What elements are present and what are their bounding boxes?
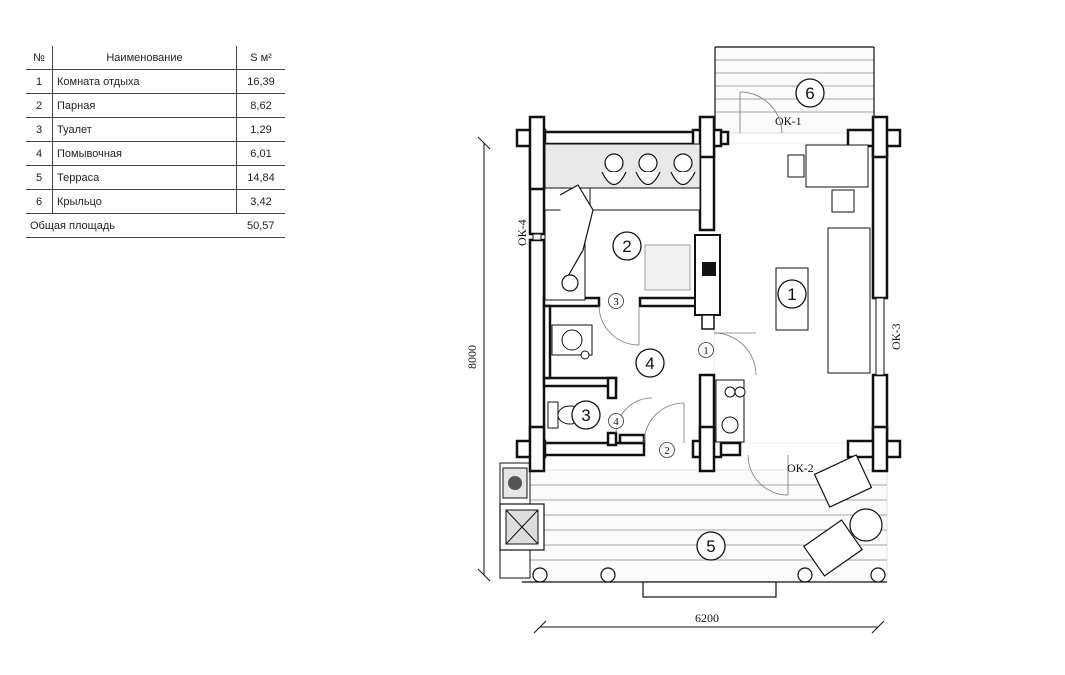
row-area: 6,01 — [236, 141, 285, 166]
washroom-fixtures — [551, 324, 593, 360]
area-table: № Наименование S м² 1 Комната отдыха 16,… — [26, 46, 285, 238]
row-name: Комната отдыха — [52, 69, 237, 94]
row-no: 3 — [26, 117, 53, 142]
table-row: 2 Парная 8,62 — [26, 93, 285, 118]
window-label-ok3: ОК-3 — [889, 323, 903, 350]
row-no: 4 — [26, 141, 53, 166]
row-name: Крыльцо — [52, 189, 237, 214]
row-no: 6 — [26, 189, 53, 214]
table-row: 5 Терраса 14,84 — [26, 165, 285, 190]
total-value: 50,57 — [236, 213, 285, 238]
row-area: 3,42 — [236, 189, 285, 214]
window-label-ok2: ОК-2 — [787, 461, 814, 475]
window-ok4 — [532, 233, 542, 241]
grill — [499, 462, 545, 579]
room-label-6: 6 — [805, 84, 814, 103]
window-label-ok1: ОК-1 — [775, 114, 802, 128]
row-no: 5 — [26, 165, 53, 190]
table-row: 6 Крыльцо 3,42 — [26, 189, 285, 214]
row-name: Парная — [52, 93, 237, 118]
row-area: 1,29 — [236, 117, 285, 142]
total-label: Общая площадь — [26, 213, 237, 238]
row-area: 16,39 — [236, 69, 285, 94]
table-total-row: Общая площадь 50,57 — [26, 213, 285, 238]
width-dimension: 6200 — [695, 611, 719, 625]
room-label-3: 3 — [581, 406, 590, 425]
dimension-lines — [477, 136, 885, 634]
door-label-1: 1 — [703, 345, 709, 357]
terrace-posts — [532, 567, 886, 583]
room-label-5: 5 — [706, 537, 715, 556]
header-name: Наименование — [52, 46, 237, 70]
window-ok3 — [875, 297, 885, 376]
row-name: Терраса — [52, 165, 237, 190]
doors — [598, 91, 789, 496]
terrace-furniture — [802, 454, 883, 577]
room-label-2: 2 — [622, 237, 631, 256]
room-label-4: 4 — [645, 354, 654, 373]
row-no: 2 — [26, 93, 53, 118]
header-no: № — [26, 46, 53, 70]
row-name: Помывочная — [52, 141, 237, 166]
door-label-4: 4 — [613, 416, 619, 428]
row-area: 8,62 — [236, 93, 285, 118]
sauna-people — [559, 153, 696, 292]
row-name: Туалет — [52, 117, 237, 142]
height-dimension: 8000 — [465, 345, 479, 369]
door-label-2: 2 — [664, 445, 670, 457]
log-ends — [515, 115, 902, 473]
table-row: 3 Туалет 1,29 — [26, 117, 285, 142]
sauna-stove — [644, 234, 721, 330]
window-label-ok4: ОК-4 — [515, 219, 529, 246]
row-no: 1 — [26, 69, 53, 94]
row-area: 14,84 — [236, 165, 285, 190]
room-label-1: 1 — [787, 285, 796, 304]
door-markers — [608, 293, 714, 458]
porch-deck — [714, 46, 875, 134]
table-row: 4 Помывочная 6,01 — [26, 141, 285, 166]
table-row: 1 Комната отдыха 16,39 — [26, 69, 285, 94]
table-header-row: № Наименование S м² — [26, 46, 285, 70]
door-label-3: 3 — [613, 296, 619, 308]
terrace-steps — [642, 581, 777, 598]
header-area: S м² — [236, 46, 285, 70]
room-markers — [571, 78, 825, 561]
